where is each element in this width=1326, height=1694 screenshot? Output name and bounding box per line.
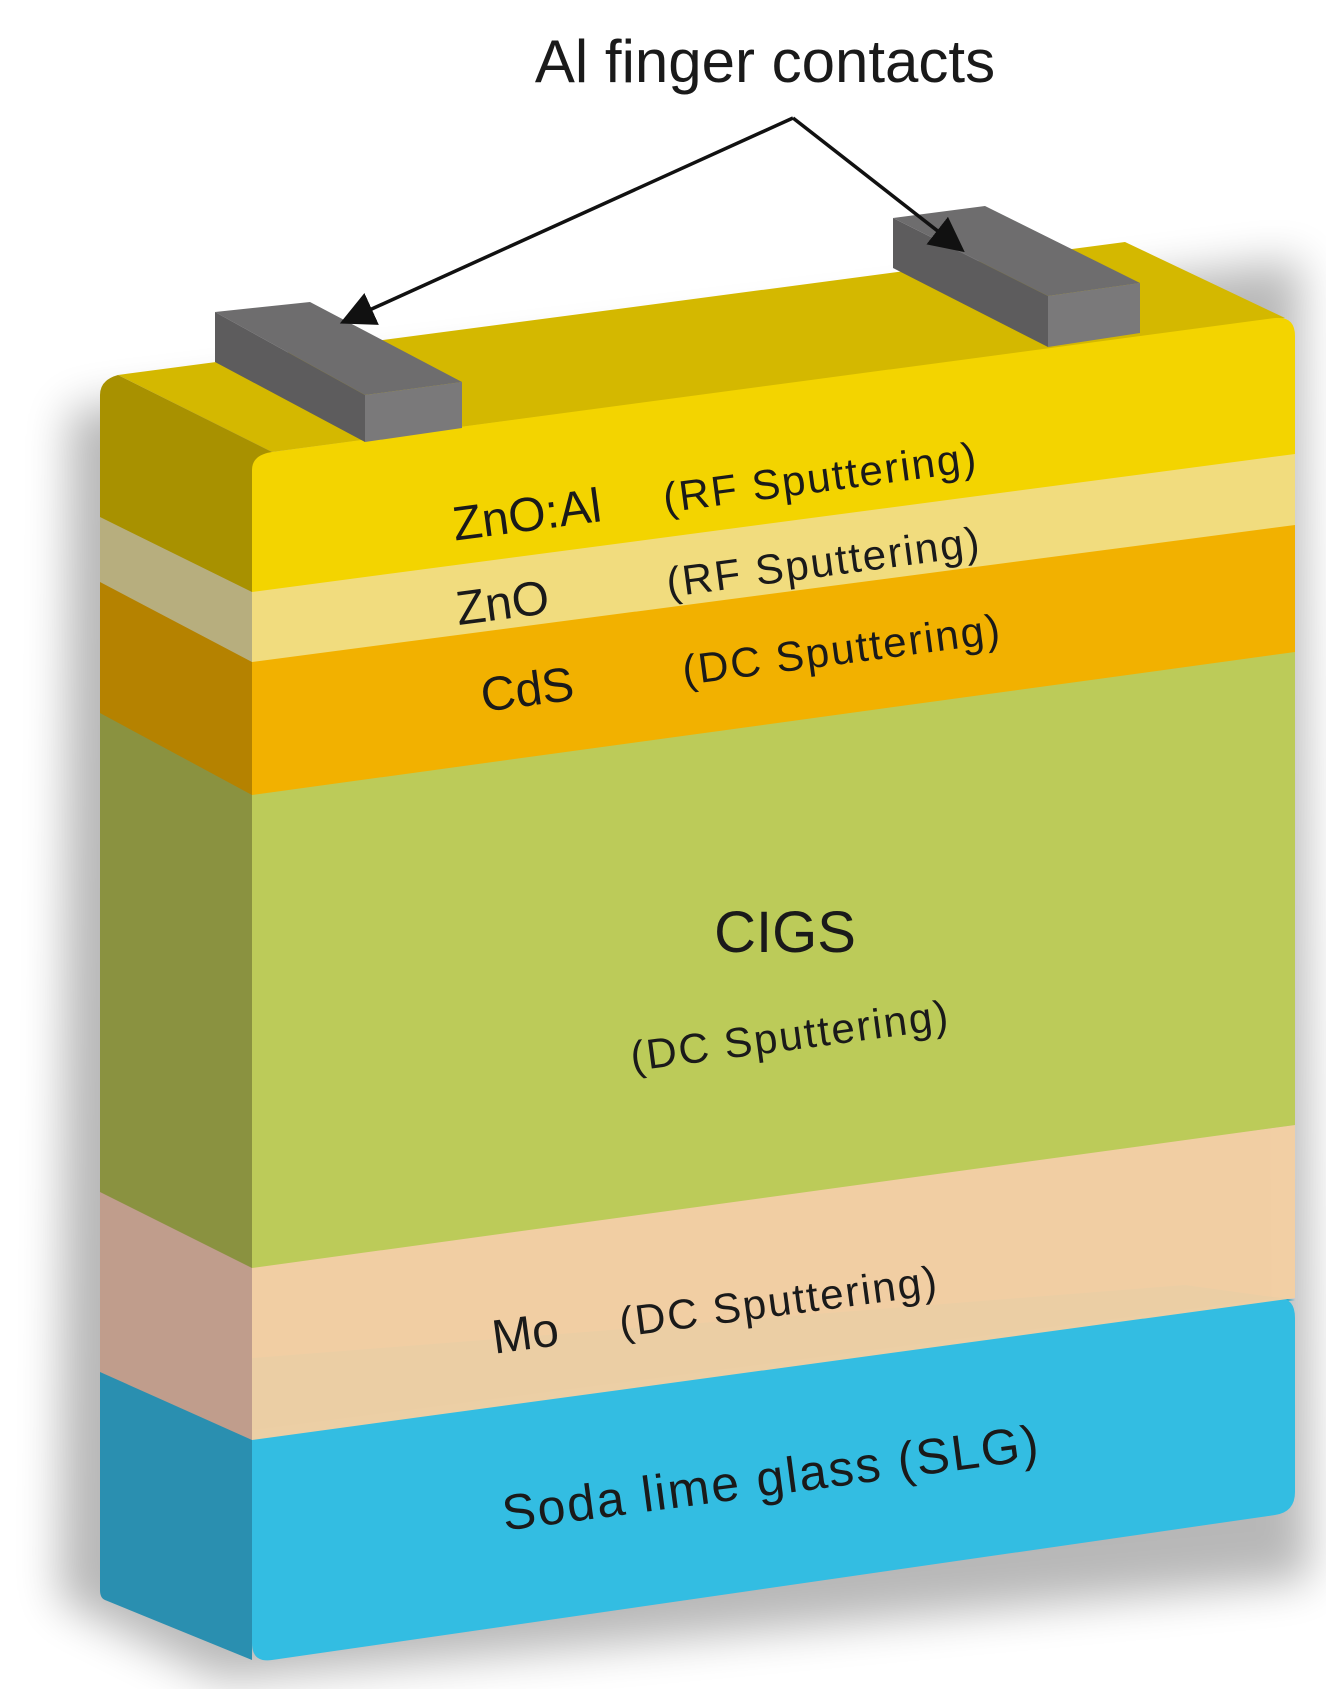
slg-side-face [100, 1370, 252, 1660]
zno-name: ZnO [453, 571, 553, 636]
al-finger-contact-left [215, 302, 462, 442]
mo-side-face [100, 1190, 252, 1440]
cds-side-face [100, 580, 252, 795]
cigs-name: CIGS [714, 900, 856, 965]
contact-right-end [1048, 283, 1140, 347]
contact-left-top [215, 302, 462, 395]
layer-cds [100, 523, 1295, 795]
cds-front-face [252, 523, 1295, 795]
layer-zno [100, 452, 1295, 662]
layer-cigs [100, 648, 1295, 1268]
cds-name: CdS [478, 658, 578, 723]
zno-al-side-face [100, 375, 272, 592]
zno-side-face [100, 515, 252, 662]
contact-left-end [365, 382, 462, 442]
cigs-side-face [100, 710, 252, 1268]
callout-arrows [339, 116, 965, 325]
zno-front-face [252, 452, 1295, 662]
arrow-to-right-contact [791, 116, 965, 253]
slg-front-face [252, 1297, 1295, 1661]
arrow-to-left-contact [339, 116, 794, 325]
cigs-front-face [252, 648, 1295, 1268]
zno-al-front-face [252, 317, 1295, 592]
mo-front-face [252, 1125, 1295, 1440]
callout-label: Al finger contacts [535, 28, 995, 95]
mo-name: Mo [489, 1303, 562, 1364]
contact-left-front [215, 312, 365, 442]
